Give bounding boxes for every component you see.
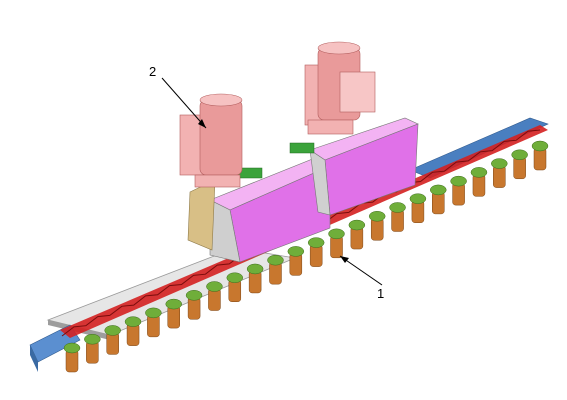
right-motor bbox=[304, 41, 376, 135]
roller bbox=[491, 158, 508, 188]
left-housing bbox=[209, 157, 331, 263]
roller-row bbox=[63, 140, 549, 373]
roller bbox=[409, 193, 427, 223]
callout-2-label: 2 bbox=[149, 64, 156, 79]
roller bbox=[328, 228, 345, 259]
roller bbox=[226, 272, 244, 302]
callout-1-label: 1 bbox=[377, 286, 384, 301]
motor-bracket bbox=[187, 179, 216, 251]
roller bbox=[348, 219, 366, 250]
roller bbox=[145, 307, 162, 338]
left-motor bbox=[179, 93, 243, 188]
roller bbox=[63, 342, 81, 373]
roller bbox=[267, 254, 284, 285]
roller bbox=[511, 149, 528, 180]
roller bbox=[531, 140, 549, 171]
roller bbox=[165, 298, 182, 329]
roller bbox=[287, 246, 305, 276]
right-housing bbox=[309, 117, 419, 216]
roller bbox=[84, 333, 101, 364]
roller bbox=[104, 325, 121, 355]
right-coupling bbox=[289, 142, 315, 154]
callout-1: 1 bbox=[339, 255, 384, 301]
callout-2: 2 bbox=[149, 64, 207, 129]
roller bbox=[246, 263, 264, 294]
roller bbox=[430, 184, 447, 215]
roller bbox=[389, 202, 406, 232]
roller bbox=[450, 175, 467, 206]
roller bbox=[206, 281, 223, 311]
roller bbox=[185, 290, 203, 320]
roller bbox=[368, 211, 386, 241]
roller bbox=[307, 237, 325, 267]
roller bbox=[124, 316, 142, 346]
roller bbox=[470, 167, 488, 197]
